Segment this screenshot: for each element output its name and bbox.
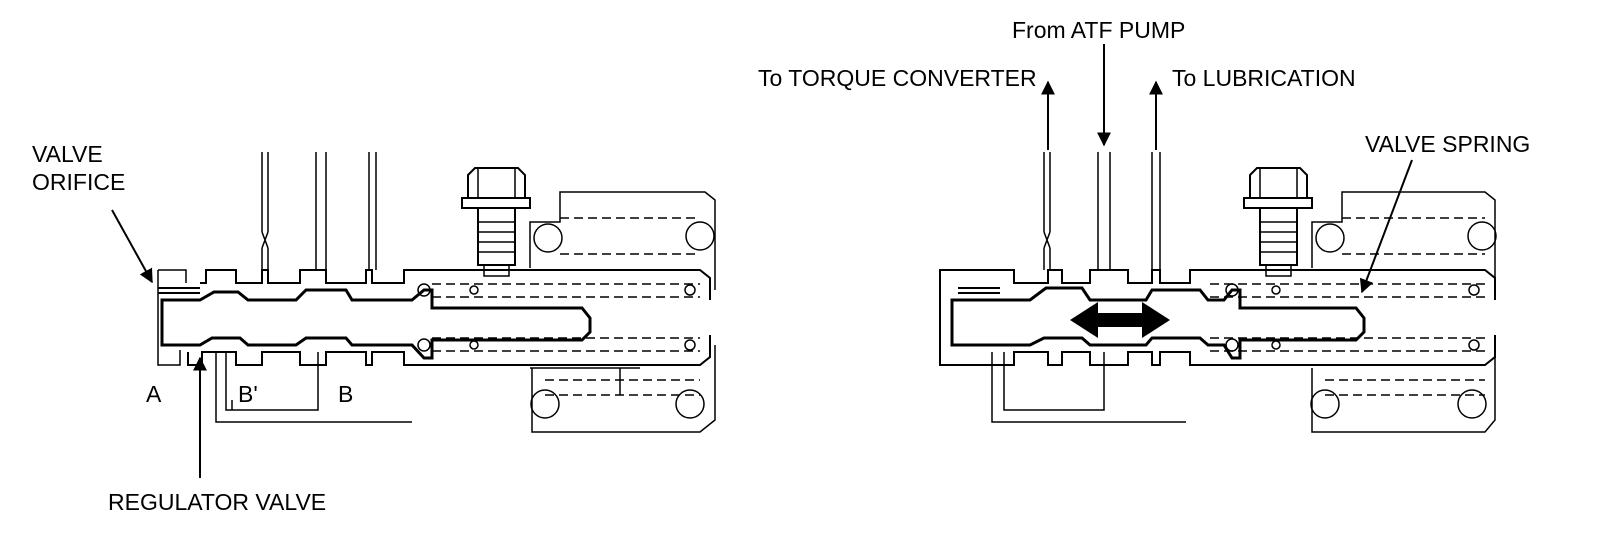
left-valve-body-top xyxy=(200,269,432,284)
right-valve-body-bottom xyxy=(990,351,1260,366)
left-vertical-passages xyxy=(261,152,377,270)
right-vertical-passages xyxy=(1043,152,1161,270)
right-bottom-passage xyxy=(991,352,1186,423)
port-b-label: B xyxy=(338,381,353,407)
right-valve-view: From ATF PUMP To TORQUE CONVERTER To LUB… xyxy=(758,17,1530,433)
left-upper-spring-assembly xyxy=(529,191,716,290)
left-spool xyxy=(160,288,592,360)
port-a-label: A xyxy=(146,381,162,407)
to-lubrication-label: To LUBRICATION xyxy=(1172,65,1356,91)
left-valve-spring xyxy=(417,283,700,352)
left-valve-body-bottom xyxy=(187,351,432,366)
right-end-cap xyxy=(939,269,990,366)
valve-orifice-label-line2: ORIFICE xyxy=(32,169,125,195)
port-b-prime-label: B' xyxy=(238,381,258,407)
regulator-valve-label: REGULATOR VALVE xyxy=(108,489,326,515)
valve-orifice-label-line1: VALVE xyxy=(32,141,103,167)
from-atf-pump-label: From ATF PUMP xyxy=(1012,17,1185,43)
right-lower-spring-assembly xyxy=(1310,345,1496,433)
left-valve-view: VALVE ORIFICE A B' B REGULATOR VALVE xyxy=(32,141,716,515)
right-upper-spring-assembly xyxy=(1311,191,1497,290)
valve-orifice-leader xyxy=(111,209,153,284)
left-end-cap xyxy=(157,269,200,366)
left-spring-housing xyxy=(432,269,711,366)
right-bolt xyxy=(1243,167,1313,277)
valve-spring-label: VALVE SPRING xyxy=(1365,131,1530,157)
left-bottom-passage xyxy=(215,352,412,423)
right-spool xyxy=(950,286,1366,360)
left-bolt xyxy=(461,167,531,277)
right-valve-spring xyxy=(1210,283,1485,352)
right-valve-body-top xyxy=(990,269,1260,284)
left-lower-spring-assembly xyxy=(530,345,716,433)
spool-movement-arrow xyxy=(1070,302,1170,338)
to-torque-converter-label: To TORQUE CONVERTER xyxy=(758,65,1037,91)
valve-spring-leader xyxy=(1359,159,1413,294)
